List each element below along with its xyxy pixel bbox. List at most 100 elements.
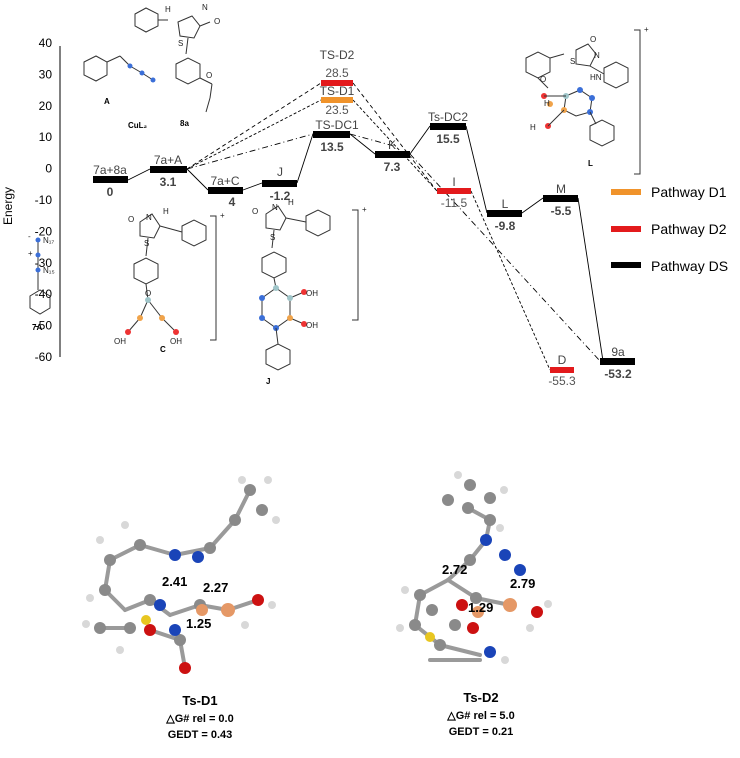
y-tick-label: -60	[35, 350, 53, 364]
s-label: S	[178, 39, 183, 48]
level-bar-9a	[600, 358, 635, 365]
y-tick-label: 10	[39, 130, 53, 144]
ts-d2-distance-3: 1.29	[468, 600, 493, 615]
y-tick-label: -50	[35, 319, 53, 333]
ts-d2-gedt: GEDT = 0.21	[448, 726, 514, 738]
level-value: -5.5	[551, 204, 572, 218]
nh-label: H	[288, 198, 294, 207]
level-bar-7aA	[150, 166, 187, 173]
level-value: 13.5	[320, 140, 344, 154]
level-value: 7.3	[384, 160, 401, 174]
structure-label-L: L	[588, 159, 593, 168]
pathway-d2-line	[186, 82, 438, 192]
charge-label: +	[362, 205, 367, 214]
level-value: 28.5	[325, 66, 349, 80]
level-bar-L	[487, 210, 522, 217]
level-value: -1.2	[270, 189, 291, 203]
structure-label-7A: 7A	[32, 323, 42, 332]
structure-group-J	[259, 205, 359, 371]
y-tick-label: 20	[39, 99, 53, 113]
ts-d1-dg: △G# rel = 0.0	[166, 713, 234, 725]
benzene-ring	[83, 55, 108, 82]
aryl-ring	[175, 57, 201, 85]
level-name: I	[452, 175, 455, 189]
ts-d2-distance-1: 2.72	[442, 562, 467, 577]
y-tick-label: -10	[35, 193, 53, 207]
charge-label: +	[220, 211, 225, 220]
oh-label: OH	[306, 321, 318, 330]
thiazolone-ring	[177, 15, 201, 39]
ts-d1-caption: Ts-D1 △G# rel = 0.0 GEDT = 0.43	[120, 693, 280, 741]
ts-d1-molecule	[82, 476, 280, 674]
level-name: Ts-DC2	[428, 110, 468, 124]
n-label: N	[594, 51, 600, 60]
n17-label: N₁₇	[43, 236, 54, 245]
nh-label: H	[163, 207, 169, 216]
ts-d2-caption: Ts-D2 △G# rel = 5.0 GEDT = 0.21	[401, 690, 561, 738]
level-value: 15.5	[436, 132, 460, 146]
azide-n-atom	[127, 63, 133, 69]
y-tick-label: 40	[39, 36, 53, 50]
n-label: N	[272, 203, 278, 212]
level-bars	[93, 80, 635, 373]
level-value: 0	[107, 185, 114, 199]
ts-d1-gedt: GEDT = 0.43	[167, 729, 233, 741]
nh-label: H	[165, 5, 171, 14]
legend: Pathway D1 Pathway D2 Pathway DS	[611, 184, 728, 274]
oh-label: OH	[306, 289, 318, 298]
level-bar-7a8a	[93, 176, 128, 183]
level-bar-tsdc1	[313, 131, 350, 138]
legend-label-ds: Pathway DS	[651, 258, 728, 274]
minus-label: -	[28, 232, 31, 241]
y-tick-label: 30	[39, 67, 53, 81]
pathway-ds-line	[127, 125, 604, 362]
level-bar-M	[543, 195, 578, 202]
level-name: K	[388, 138, 396, 152]
azide-n-atom	[139, 70, 145, 76]
o-label: O	[252, 207, 258, 216]
level-value: 4	[229, 195, 236, 209]
o-label: O	[540, 75, 546, 84]
h-label: H	[530, 123, 536, 132]
legend-label-d2: Pathway D2	[651, 221, 727, 237]
pathway-connectors	[127, 82, 604, 371]
o-label: O	[128, 215, 134, 224]
ts-d1-distance-3: 1.25	[186, 616, 211, 631]
level-bar-I	[437, 188, 471, 194]
structure-label-A: A	[104, 97, 110, 106]
legend-swatch-ds	[611, 262, 641, 268]
level-name: TS-DC1	[315, 118, 359, 132]
n-label: N	[146, 213, 152, 222]
level-bar-tsd2	[321, 80, 353, 86]
oh-label: OH	[114, 337, 126, 346]
ts-d2-distance-2: 2.79	[510, 576, 535, 591]
y-tick-label: -30	[35, 256, 53, 270]
y-axis-title: Energy	[1, 187, 15, 225]
pathway-d1-line	[186, 99, 551, 371]
structure-group-C	[125, 213, 217, 341]
level-name: 7a+8a	[93, 163, 127, 177]
level-name: 7a+A	[154, 153, 182, 167]
level-name: D	[558, 353, 567, 367]
ts-d2-molecule	[396, 471, 552, 664]
n-label: N	[202, 3, 208, 12]
legend-swatch-d1	[611, 189, 641, 195]
o-label: O	[206, 71, 212, 80]
level-name: TS-D2	[320, 48, 355, 62]
structure-label-cul2: CuL₂	[128, 121, 148, 130]
hn-label: HN	[590, 73, 602, 82]
plus-label: +	[28, 249, 33, 258]
charge-label: +	[644, 25, 649, 34]
level-name: L	[502, 197, 509, 211]
azide-n-atom	[150, 77, 156, 83]
level-value: -11.5	[441, 196, 468, 210]
ts-d1-distance-1: 2.41	[162, 574, 187, 589]
pathway-ds-branch-line	[186, 133, 601, 362]
o-label: O	[214, 17, 220, 26]
o-label: O	[590, 35, 596, 44]
ts-d2-dg: △G# rel = 5.0	[447, 710, 515, 722]
level-value: 23.5	[325, 103, 349, 117]
level-value: -55.3	[548, 374, 576, 388]
level-value: -53.2	[604, 367, 632, 381]
